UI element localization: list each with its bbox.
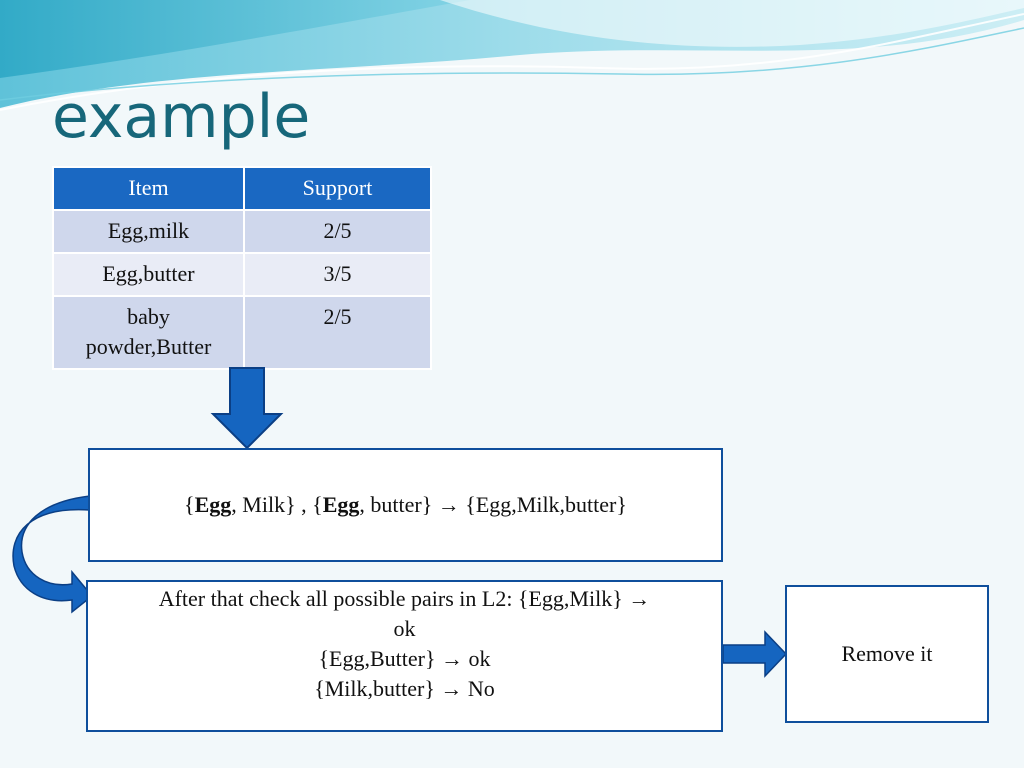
support-cell: 3/5 [243,252,432,297]
merge-result: {Egg,Milk,butter} [459,492,627,517]
merge-text: , butter} [359,492,438,517]
check-line: {Milk,butter} → No [314,676,495,701]
merge-expression: {Egg, Milk} , {Egg, butter} → {Egg,Milk,… [184,490,627,520]
check-pairs-box: After that check all possible pairs in L… [86,580,723,732]
item-cell: baby powder,Butter [52,295,245,370]
remove-it-box: Remove it [785,585,989,723]
check-line: ok [393,616,416,641]
check-line: {Egg,Butter} → ok [318,646,491,671]
merge-itemsets-box: {Egg, Milk} , {Egg, butter} → {Egg,Milk,… [88,448,723,562]
brace-text: { [184,492,195,517]
bold-item-egg: Egg [194,492,232,517]
table-header-row: Item Support [52,166,432,211]
column-header-support: Support [243,166,432,211]
slide-title: example [52,82,311,152]
column-header-item: Item [52,166,245,211]
item-cell: Egg,butter [52,252,245,297]
item-cell-line: powder,Butter [85,334,212,359]
item-cell-line: baby [127,304,170,329]
support-cell: 2/5 [243,209,432,254]
table-row: Egg,butter 3/5 [52,252,432,297]
item-cell: Egg,milk [52,209,245,254]
merge-text: , Milk} , { [231,492,323,517]
implies-arrow-icon: → [437,492,460,517]
support-cell: 2/5 [243,295,432,370]
check-line: After that check all possible pairs in L… [158,586,651,611]
support-table: Item Support Egg,milk 2/5 Egg,butter 3/5… [52,166,432,370]
remove-label: Remove it [841,641,933,666]
table-row: Egg,milk 2/5 [52,209,432,254]
bold-item-egg: Egg [322,492,360,517]
table-row: baby powder,Butter 2/5 [52,295,432,370]
